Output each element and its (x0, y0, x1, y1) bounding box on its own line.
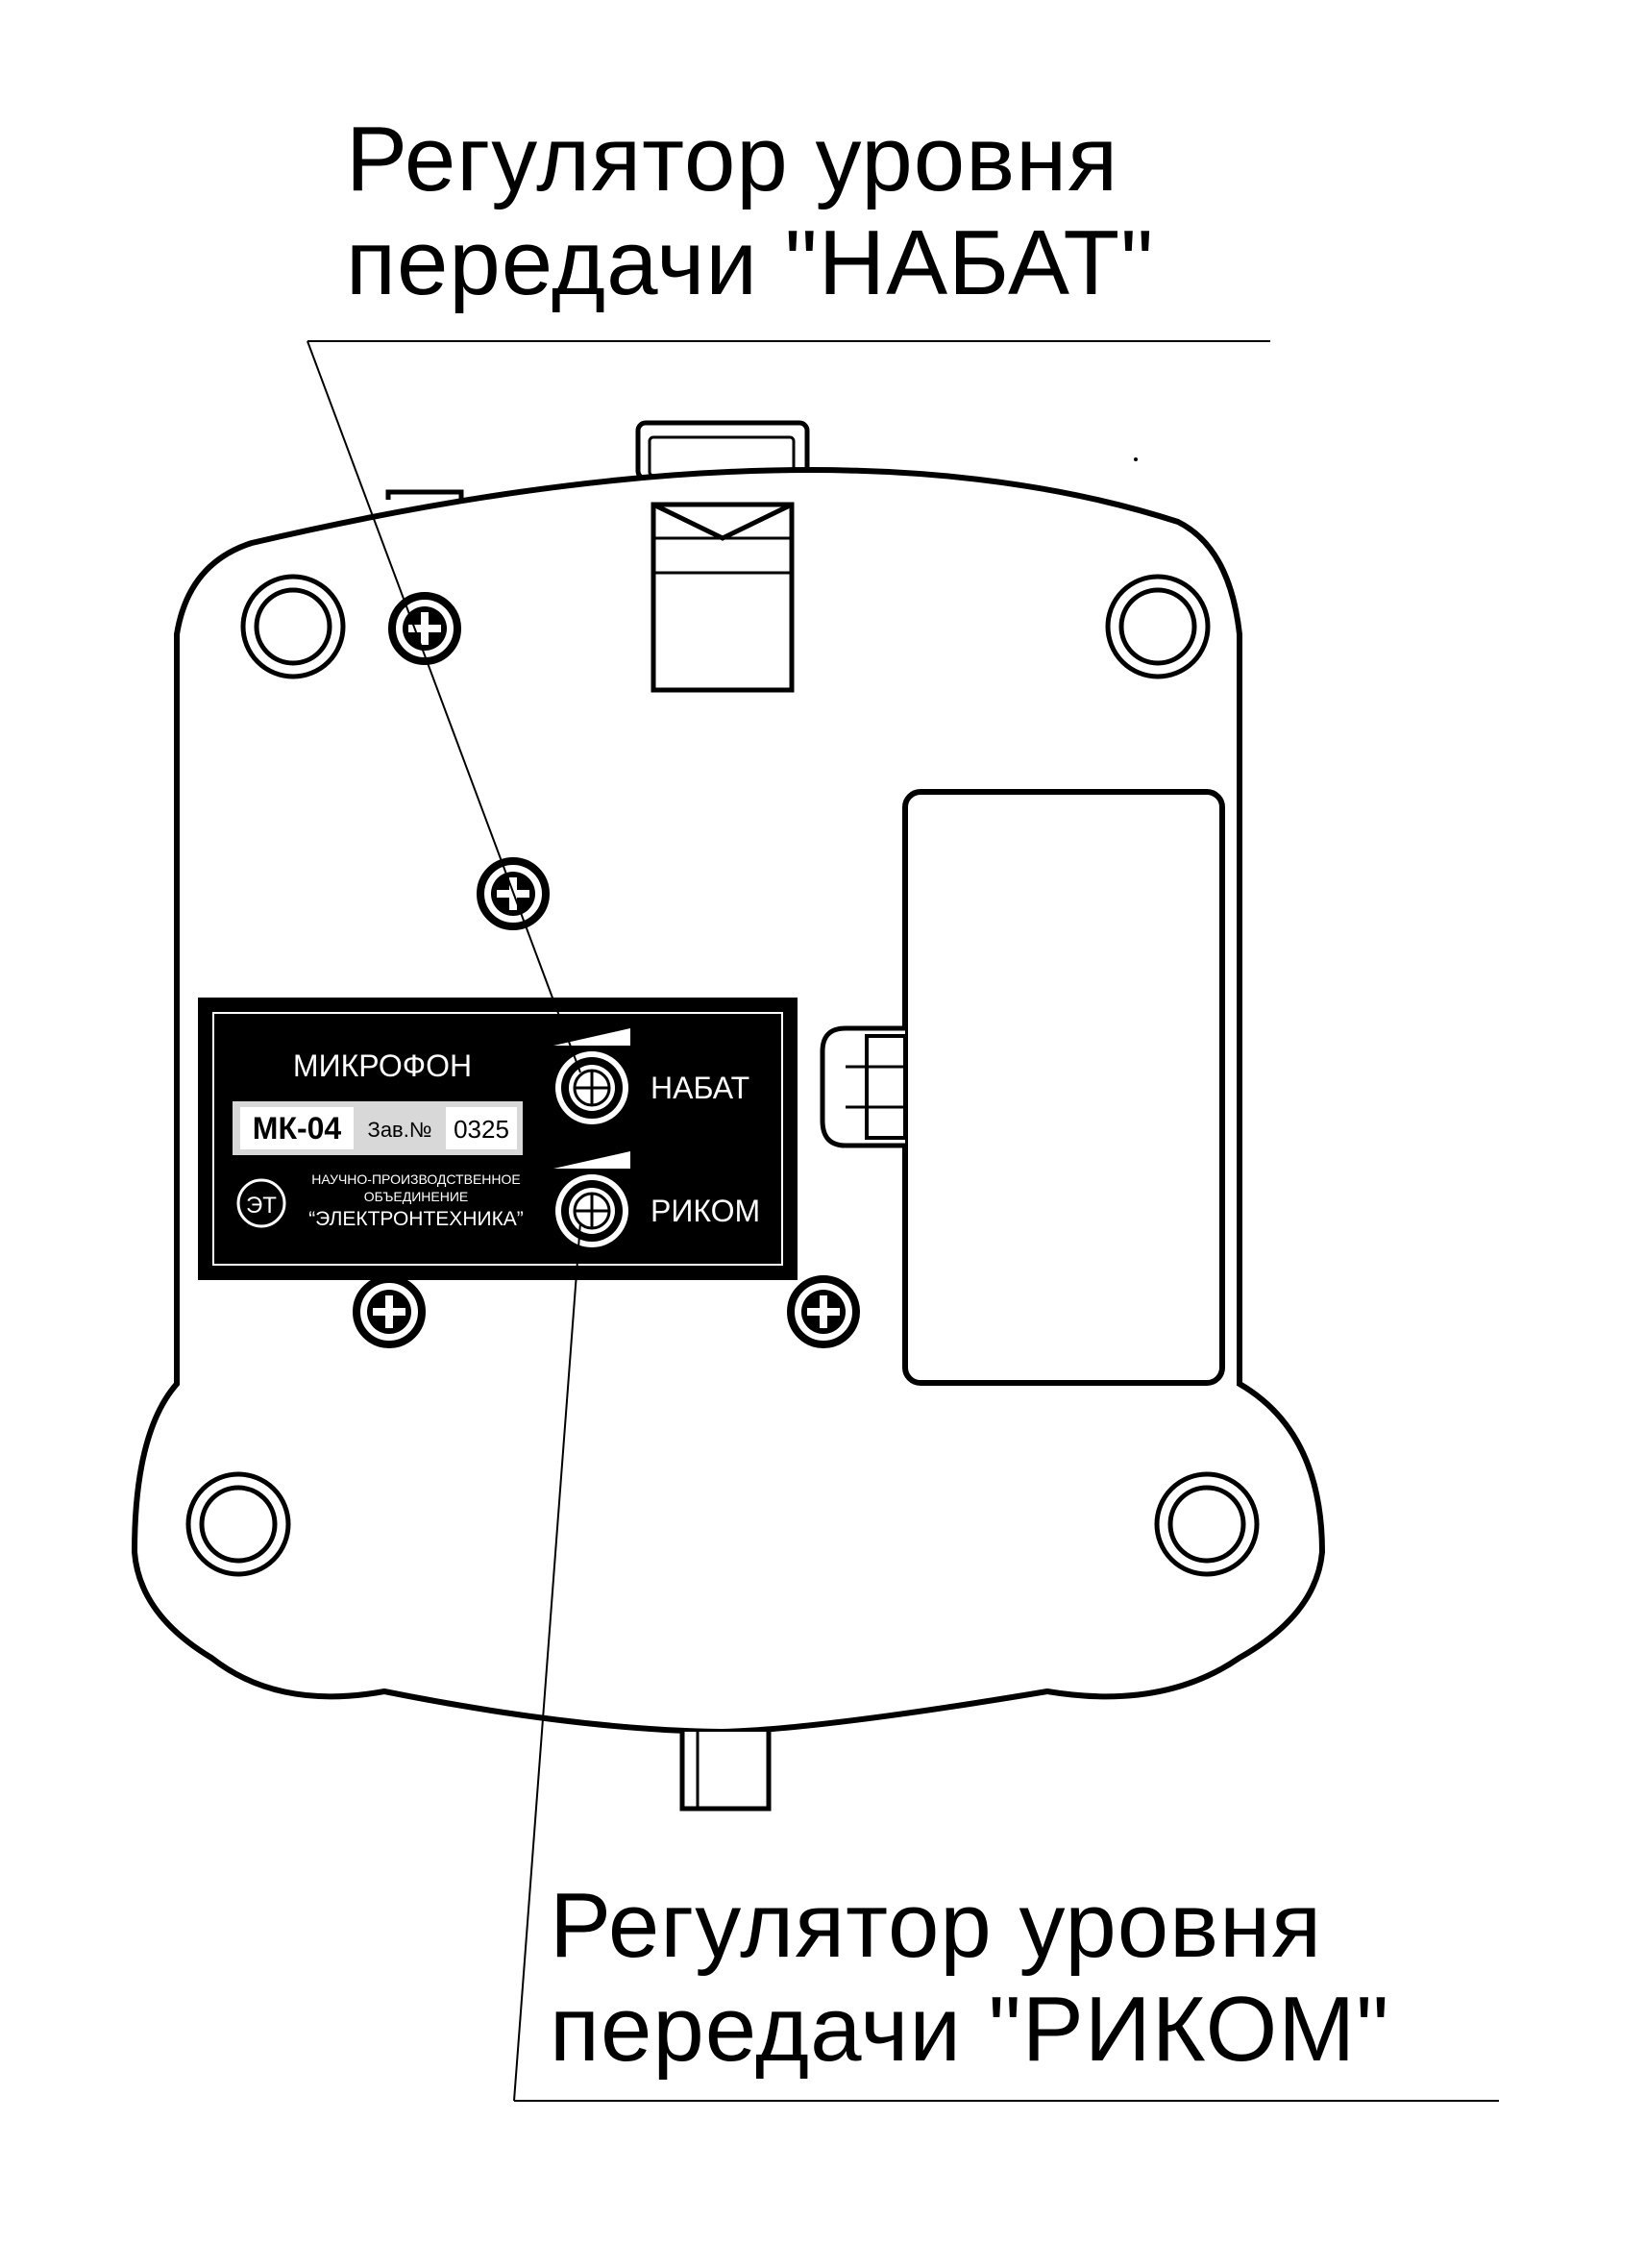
plate-model: МК-04 (253, 1111, 342, 1146)
top-connector (385, 420, 810, 500)
foot-bottom-left (188, 1474, 288, 1574)
knob-nabat[interactable] (553, 1049, 630, 1126)
foot-top-right (1108, 577, 1208, 677)
plate-label-rikom: РИКОМ (651, 1194, 760, 1228)
org-line2: ОБЪЕДИНЕНИЕ (364, 1189, 469, 1204)
cable (679, 1732, 772, 1812)
plate-title: МИКРОФОН (293, 1048, 472, 1083)
org-logo: ЭТ (236, 1178, 286, 1228)
foot-top-left (243, 577, 343, 677)
plate-serial-label: Зав.№ (368, 1118, 432, 1142)
battery-cover (902, 789, 1225, 1386)
phillips-screw-icon (392, 596, 457, 661)
plate-serial-number: 0325 (454, 1115, 509, 1144)
callout-nabat-line1: Регулятор уровня (346, 108, 1119, 210)
callout-nabat-line2: передачи "НАБАТ" (346, 211, 1155, 314)
callout-rikom: Регулятор уровня передачи "РИКОМ" (550, 1874, 1389, 2082)
knob-rikom[interactable] (553, 1172, 630, 1249)
foot-bottom-right (1157, 1474, 1257, 1574)
level-ramp-icon (553, 1151, 630, 1169)
phillips-screw-icon (356, 1279, 422, 1344)
org-line1: НАУЧНО-ПРОИЗВОДСТВЕННОЕ (311, 1171, 520, 1187)
name-plate: МИКРОФОН МК-04 Зав.№ 0325 ЭТ НАУЧНО-ПРОИ… (198, 998, 798, 1280)
leader-rikom (513, 1221, 1499, 2102)
leader-nabat (307, 340, 1270, 1073)
callout-nabat: Регулятор уровня передачи "НАБАТ" (346, 108, 1154, 315)
callout-rikom-line1: Регулятор уровня (550, 1874, 1323, 1977)
top-clip (651, 502, 795, 693)
org-line3: “ЭЛЕКТРОНТЕХНИКА” (308, 1208, 524, 1230)
callout-rikom-line2: передачи "РИКОМ" (550, 1978, 1390, 2081)
logo-text: ЭТ (246, 1193, 277, 1219)
plate-label-nabat: НАБАТ (651, 1071, 749, 1105)
side-latch (820, 1025, 907, 1148)
level-ramp-icon (553, 1028, 630, 1046)
phillips-screw-icon (791, 1279, 856, 1344)
